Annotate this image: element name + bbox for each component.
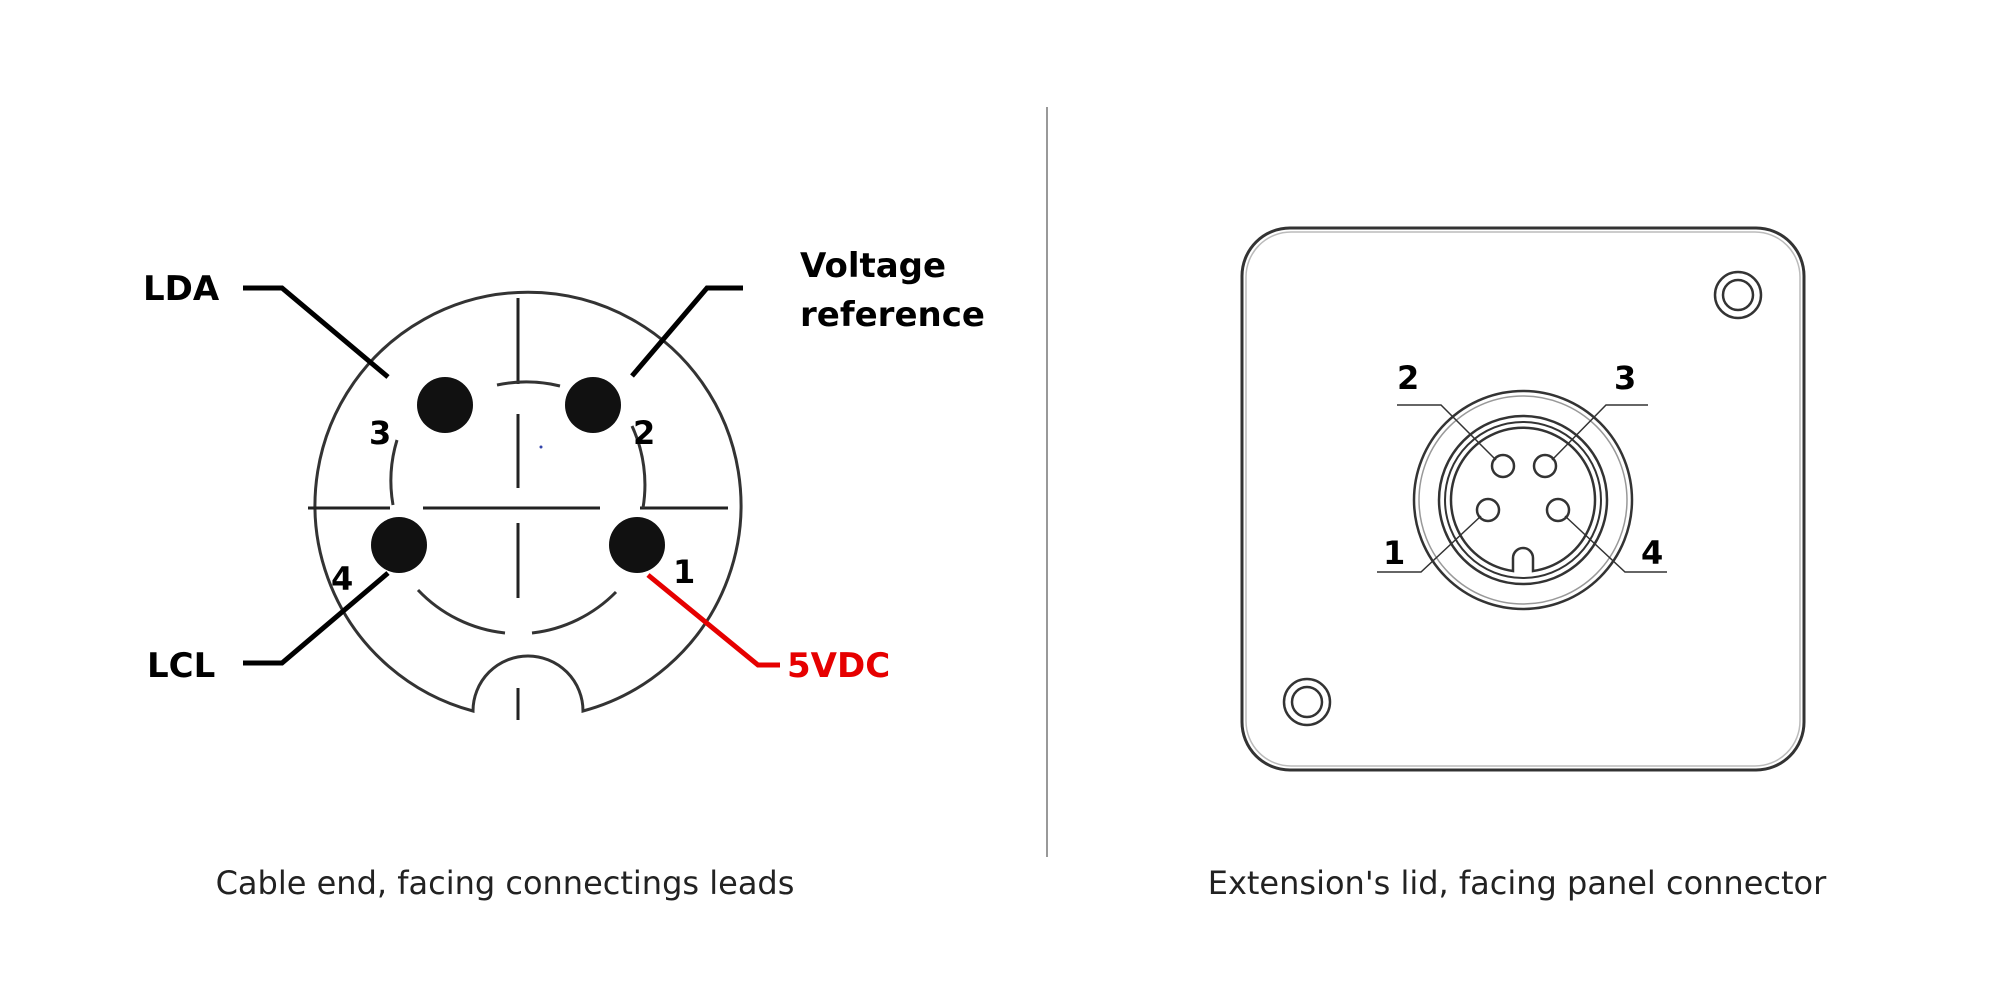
leader-lda xyxy=(243,285,390,379)
mounting-hole-top-right xyxy=(1713,270,1763,320)
leader-lcl xyxy=(243,571,390,666)
panel-leader-1 xyxy=(1377,515,1482,573)
panel-connector-ring-2 xyxy=(1418,395,1628,605)
panel-pin-2 xyxy=(1490,453,1516,479)
extension-lid-panel: 2 3 1 4 Extension's lid, facing panel co… xyxy=(1208,226,1827,902)
label-lcl: LCL xyxy=(147,646,215,686)
panel-connector-ring-3 xyxy=(1437,414,1609,586)
center-dot xyxy=(539,445,543,449)
leader-voltage-reference xyxy=(630,285,743,378)
inner-ring-top xyxy=(496,380,561,388)
lid-plate-inner xyxy=(1245,231,1801,767)
panel-pin-label-2: 2 xyxy=(1397,359,1419,397)
label-voltage-line1: Voltage xyxy=(800,246,946,286)
cable-pin-label-4: 4 xyxy=(331,560,353,598)
cable-pin-1 xyxy=(609,517,665,573)
cable-pin-label-1: 1 xyxy=(673,553,695,591)
panel-leader-3 xyxy=(1551,404,1648,461)
caption-cable-end: Cable end, facing connectings leads xyxy=(216,864,795,902)
inner-ring-bottom-right xyxy=(531,590,618,635)
cable-pin-3 xyxy=(417,377,473,433)
panel-pin-label-1: 1 xyxy=(1383,534,1405,572)
panel-pin-label-4: 4 xyxy=(1641,534,1663,572)
panel-pin-3 xyxy=(1532,453,1558,479)
panel-pin-label-3: 3 xyxy=(1614,359,1636,397)
label-voltage-line2: reference xyxy=(800,295,985,335)
cable-connector-shell xyxy=(313,290,743,713)
cable-pin-4 xyxy=(371,517,427,573)
panel-pin-1 xyxy=(1475,497,1501,523)
panel-leader-4 xyxy=(1564,515,1667,573)
label-lda: LDA xyxy=(143,269,220,309)
panel-connector-ring-4 xyxy=(1444,421,1602,579)
panel-leader-2 xyxy=(1397,404,1497,461)
cable-end-connector: 3 2 4 1 LDA Voltage reference LCL 5VDC C… xyxy=(143,246,985,902)
cable-pin-2 xyxy=(565,377,621,433)
inner-ring-left xyxy=(389,439,399,506)
cable-pin-label-3: 3 xyxy=(369,414,391,452)
mounting-hole-bottom-left xyxy=(1282,677,1332,727)
panel-connector-outer-ring xyxy=(1412,389,1634,611)
panel-pin-4 xyxy=(1545,497,1571,523)
cable-pin-label-2: 2 xyxy=(633,414,655,452)
label-5vdc: 5VDC xyxy=(787,646,890,686)
inner-ring-right xyxy=(630,425,647,509)
panel-connector-insert xyxy=(1449,426,1597,573)
inner-ring-bottom-left xyxy=(416,588,506,635)
lid-plate-outer xyxy=(1240,226,1806,772)
caption-extension-lid: Extension's lid, facing panel connector xyxy=(1208,864,1827,902)
leader-5vdc xyxy=(646,573,780,668)
